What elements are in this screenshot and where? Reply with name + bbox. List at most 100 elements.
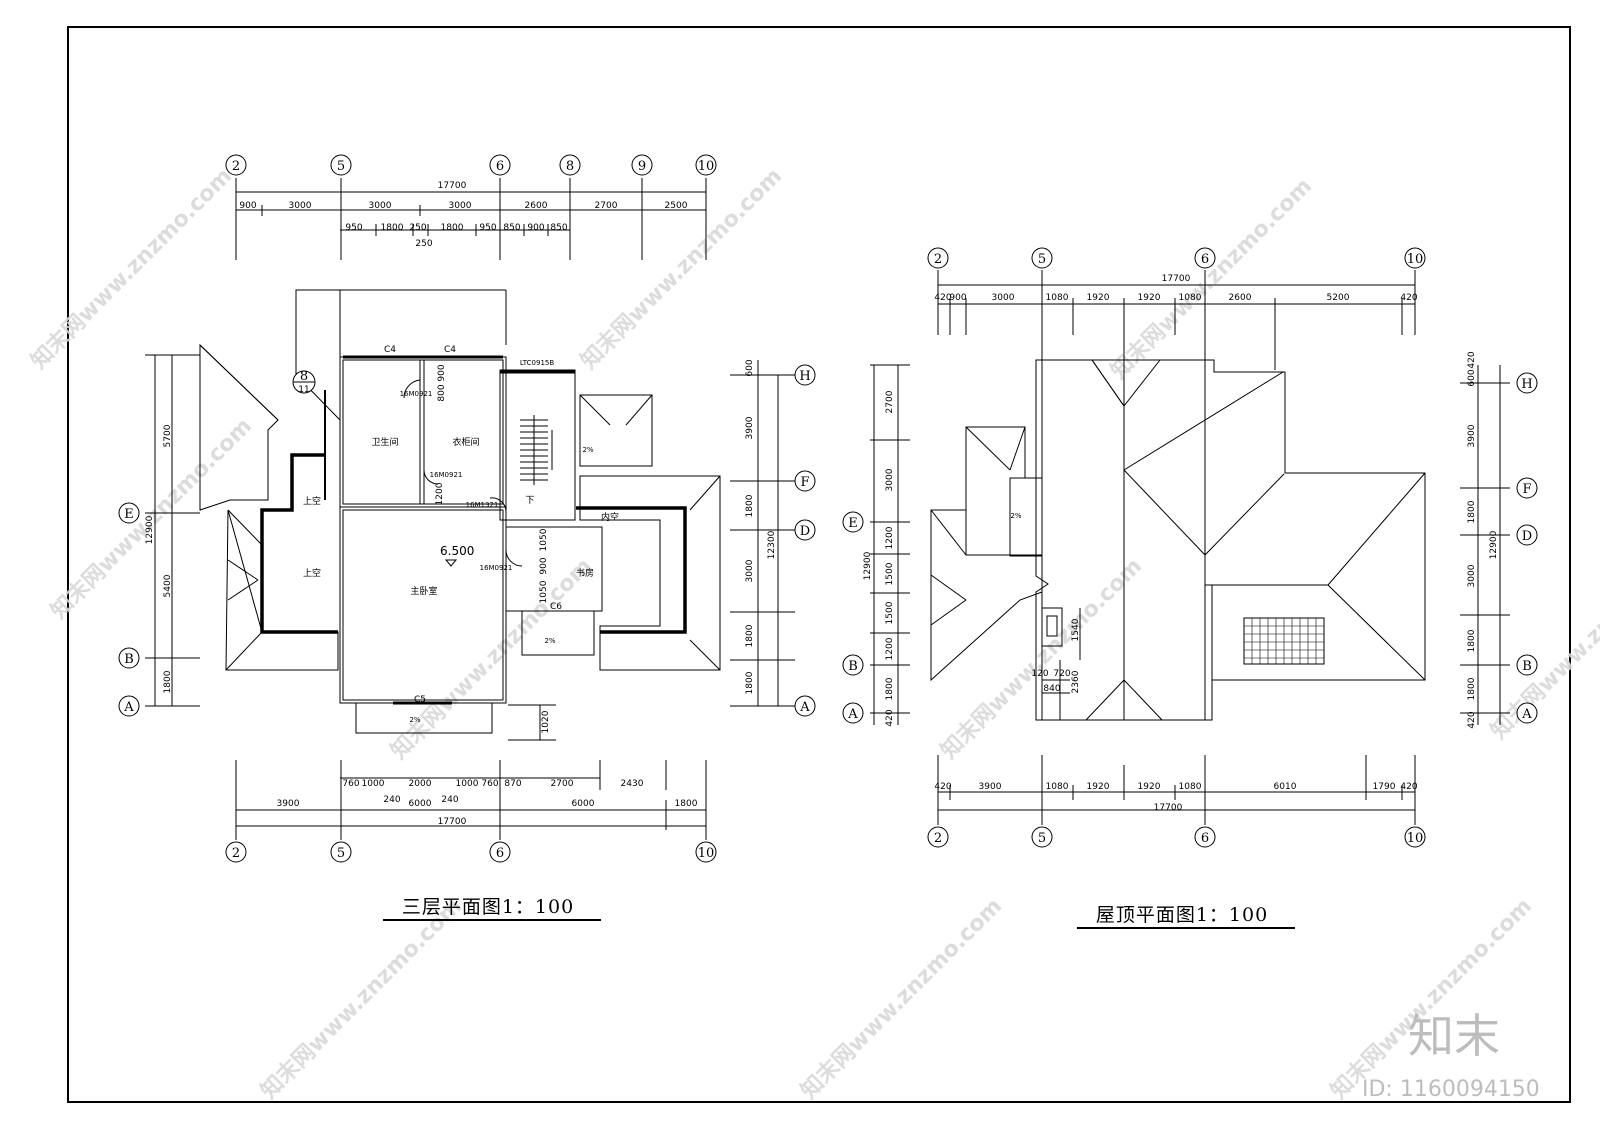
dim-value: 1920	[1138, 782, 1161, 792]
axis-label: B	[124, 652, 134, 667]
dim-value: 3000	[885, 468, 895, 491]
slope-mark: 2%	[1010, 512, 1021, 520]
dim-value: 840	[1043, 684, 1060, 694]
room-label-master-bedroom: 主卧室	[410, 585, 437, 597]
dim-value: 800	[437, 384, 447, 401]
dim-value: 3000	[745, 559, 755, 582]
dim-value: 900	[539, 557, 549, 574]
dim-value: 950	[345, 223, 362, 233]
dim-value: 420	[1400, 293, 1417, 303]
dim-value: 3000	[449, 201, 472, 211]
dim-value: 3000	[992, 293, 1015, 303]
room-label-void: 上空	[303, 567, 321, 579]
dim-value: 2600	[1229, 293, 1252, 303]
dim-value: 900	[239, 201, 256, 211]
dim-value: 1920	[1087, 782, 1110, 792]
dim-value: 1050	[539, 528, 549, 551]
axis-label: 2	[934, 252, 942, 267]
dim-value: 420	[1467, 711, 1477, 728]
axis-label: 6	[496, 846, 504, 861]
dim-value: 12900	[863, 551, 873, 580]
axis-label: 5	[1038, 252, 1046, 267]
dim-value: 6000	[572, 799, 595, 809]
window-tag: LTC0915B	[520, 359, 555, 367]
dim-value: 420	[1400, 782, 1417, 792]
dim-value: 5400	[163, 574, 173, 597]
dim-value: 850	[550, 223, 567, 233]
dim-value: 2700	[885, 390, 895, 413]
dim-value: 250	[415, 239, 432, 249]
watermark-text: 知末网www.znzmo.com	[26, 163, 237, 374]
dim-value: 1080	[1046, 293, 1069, 303]
dim-value: 1500	[885, 562, 895, 585]
axis-label: 10	[698, 159, 715, 174]
sheet-border	[67, 26, 1571, 1103]
dim-value: 3000	[289, 201, 312, 211]
axis-label: B	[1522, 659, 1532, 674]
dim-value: 2500	[665, 201, 688, 211]
window-tag: C4	[384, 345, 396, 355]
dim-value: 3900	[277, 799, 300, 809]
dim-value: 420	[885, 709, 895, 726]
slope-mark: 2%	[409, 716, 420, 724]
dim-value: 1920	[1087, 293, 1110, 303]
left-axis-bubbles	[118, 154, 816, 863]
watermark-text: 知末网www.znzmo.com	[256, 893, 467, 1104]
room-label-closet: 衣柜间	[452, 436, 479, 448]
skylight-grid	[1243, 617, 1325, 665]
dim-value: 2000	[409, 779, 432, 789]
left-plan-title: 三层平面图1：100	[402, 896, 574, 918]
dim-value: 1800	[163, 670, 173, 693]
axis-label: 6	[1201, 831, 1209, 846]
dim-value: 12300	[767, 530, 777, 559]
dim-value: 1000	[456, 779, 479, 789]
watermark-id: ID: 1160094150	[1362, 1077, 1540, 1102]
axis-label: F	[800, 475, 809, 490]
dim-value: 1080	[1179, 293, 1202, 303]
dim-value: 1920	[1138, 293, 1161, 303]
dim-value: 1050	[539, 580, 549, 603]
axis-label: D	[1522, 529, 1532, 544]
dim-value: 3900	[1467, 424, 1477, 447]
axis-label: E	[124, 507, 134, 522]
dim-value: 1800	[675, 799, 698, 809]
dim-value: 1800	[1467, 500, 1477, 523]
axis-label: 6	[1201, 252, 1209, 267]
axis-label: A	[799, 700, 810, 715]
dim-value: 870	[504, 779, 521, 789]
dim-value: 17700	[438, 817, 467, 827]
dim-value: 2360	[1071, 670, 1081, 693]
dim-value: 1790	[1373, 782, 1396, 792]
axis-label: A	[123, 700, 134, 715]
watermark-text: 知末网www.znzmo.com	[576, 163, 787, 374]
dim-value: 12900	[1489, 530, 1499, 559]
axis-label: 2	[934, 831, 942, 846]
dim-value: 1200	[435, 482, 445, 505]
dim-value: 1800	[1467, 629, 1477, 652]
dim-value: 1800	[381, 223, 404, 233]
dim-value: 1080	[1046, 782, 1069, 792]
dim-value: 720	[1053, 669, 1070, 679]
right-axis-labels: 2 5 6 10 2 5 6 10 E B A H F D B A	[847, 252, 1532, 846]
dim-value: 240	[441, 795, 458, 805]
dim-value: 120	[1031, 669, 1048, 679]
dim-value: 6000	[409, 799, 432, 809]
dim-value: 1500	[885, 601, 895, 624]
dim-value: 900	[437, 364, 447, 381]
dim-value: 1800	[885, 677, 895, 700]
dim-value: 250	[409, 223, 426, 233]
dim-value: 760	[342, 779, 359, 789]
dim-value: 1800	[441, 223, 464, 233]
axis-label: D	[800, 524, 810, 539]
door-tag: 16M1321	[466, 501, 499, 509]
watermark-logo: 知末	[1408, 1009, 1500, 1063]
stair-symbol	[520, 415, 553, 485]
axis-label: 5	[337, 159, 345, 174]
dim-value: 1800	[745, 624, 755, 647]
dim-value: 850	[503, 223, 520, 233]
door-tag: 16M0921	[430, 471, 463, 479]
dim-value: 1800	[1467, 677, 1477, 700]
dim-value: 2700	[595, 201, 618, 211]
axis-label: 2	[232, 846, 240, 861]
